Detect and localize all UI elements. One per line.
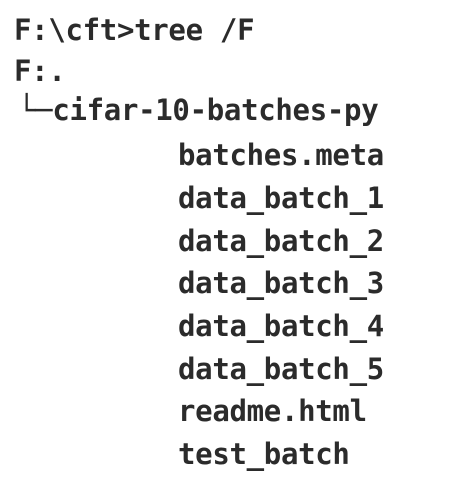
command-line: F:\cft>tree /F: [14, 13, 255, 47]
file-entry: data_batch_1: [178, 181, 384, 215]
file-entry: batches.meta: [178, 138, 384, 172]
tree-root-line: F:.: [14, 54, 66, 88]
file-entry: data_batch_4: [178, 309, 384, 343]
file-entry: data_batch_2: [178, 224, 384, 258]
file-entry: readme.html: [178, 394, 367, 428]
folder-entry: └─cifar-10-batches-py: [18, 93, 379, 127]
file-entry: data_batch_3: [178, 266, 384, 300]
file-entry: test_batch: [178, 437, 350, 471]
file-entry: data_batch_5: [178, 352, 384, 386]
